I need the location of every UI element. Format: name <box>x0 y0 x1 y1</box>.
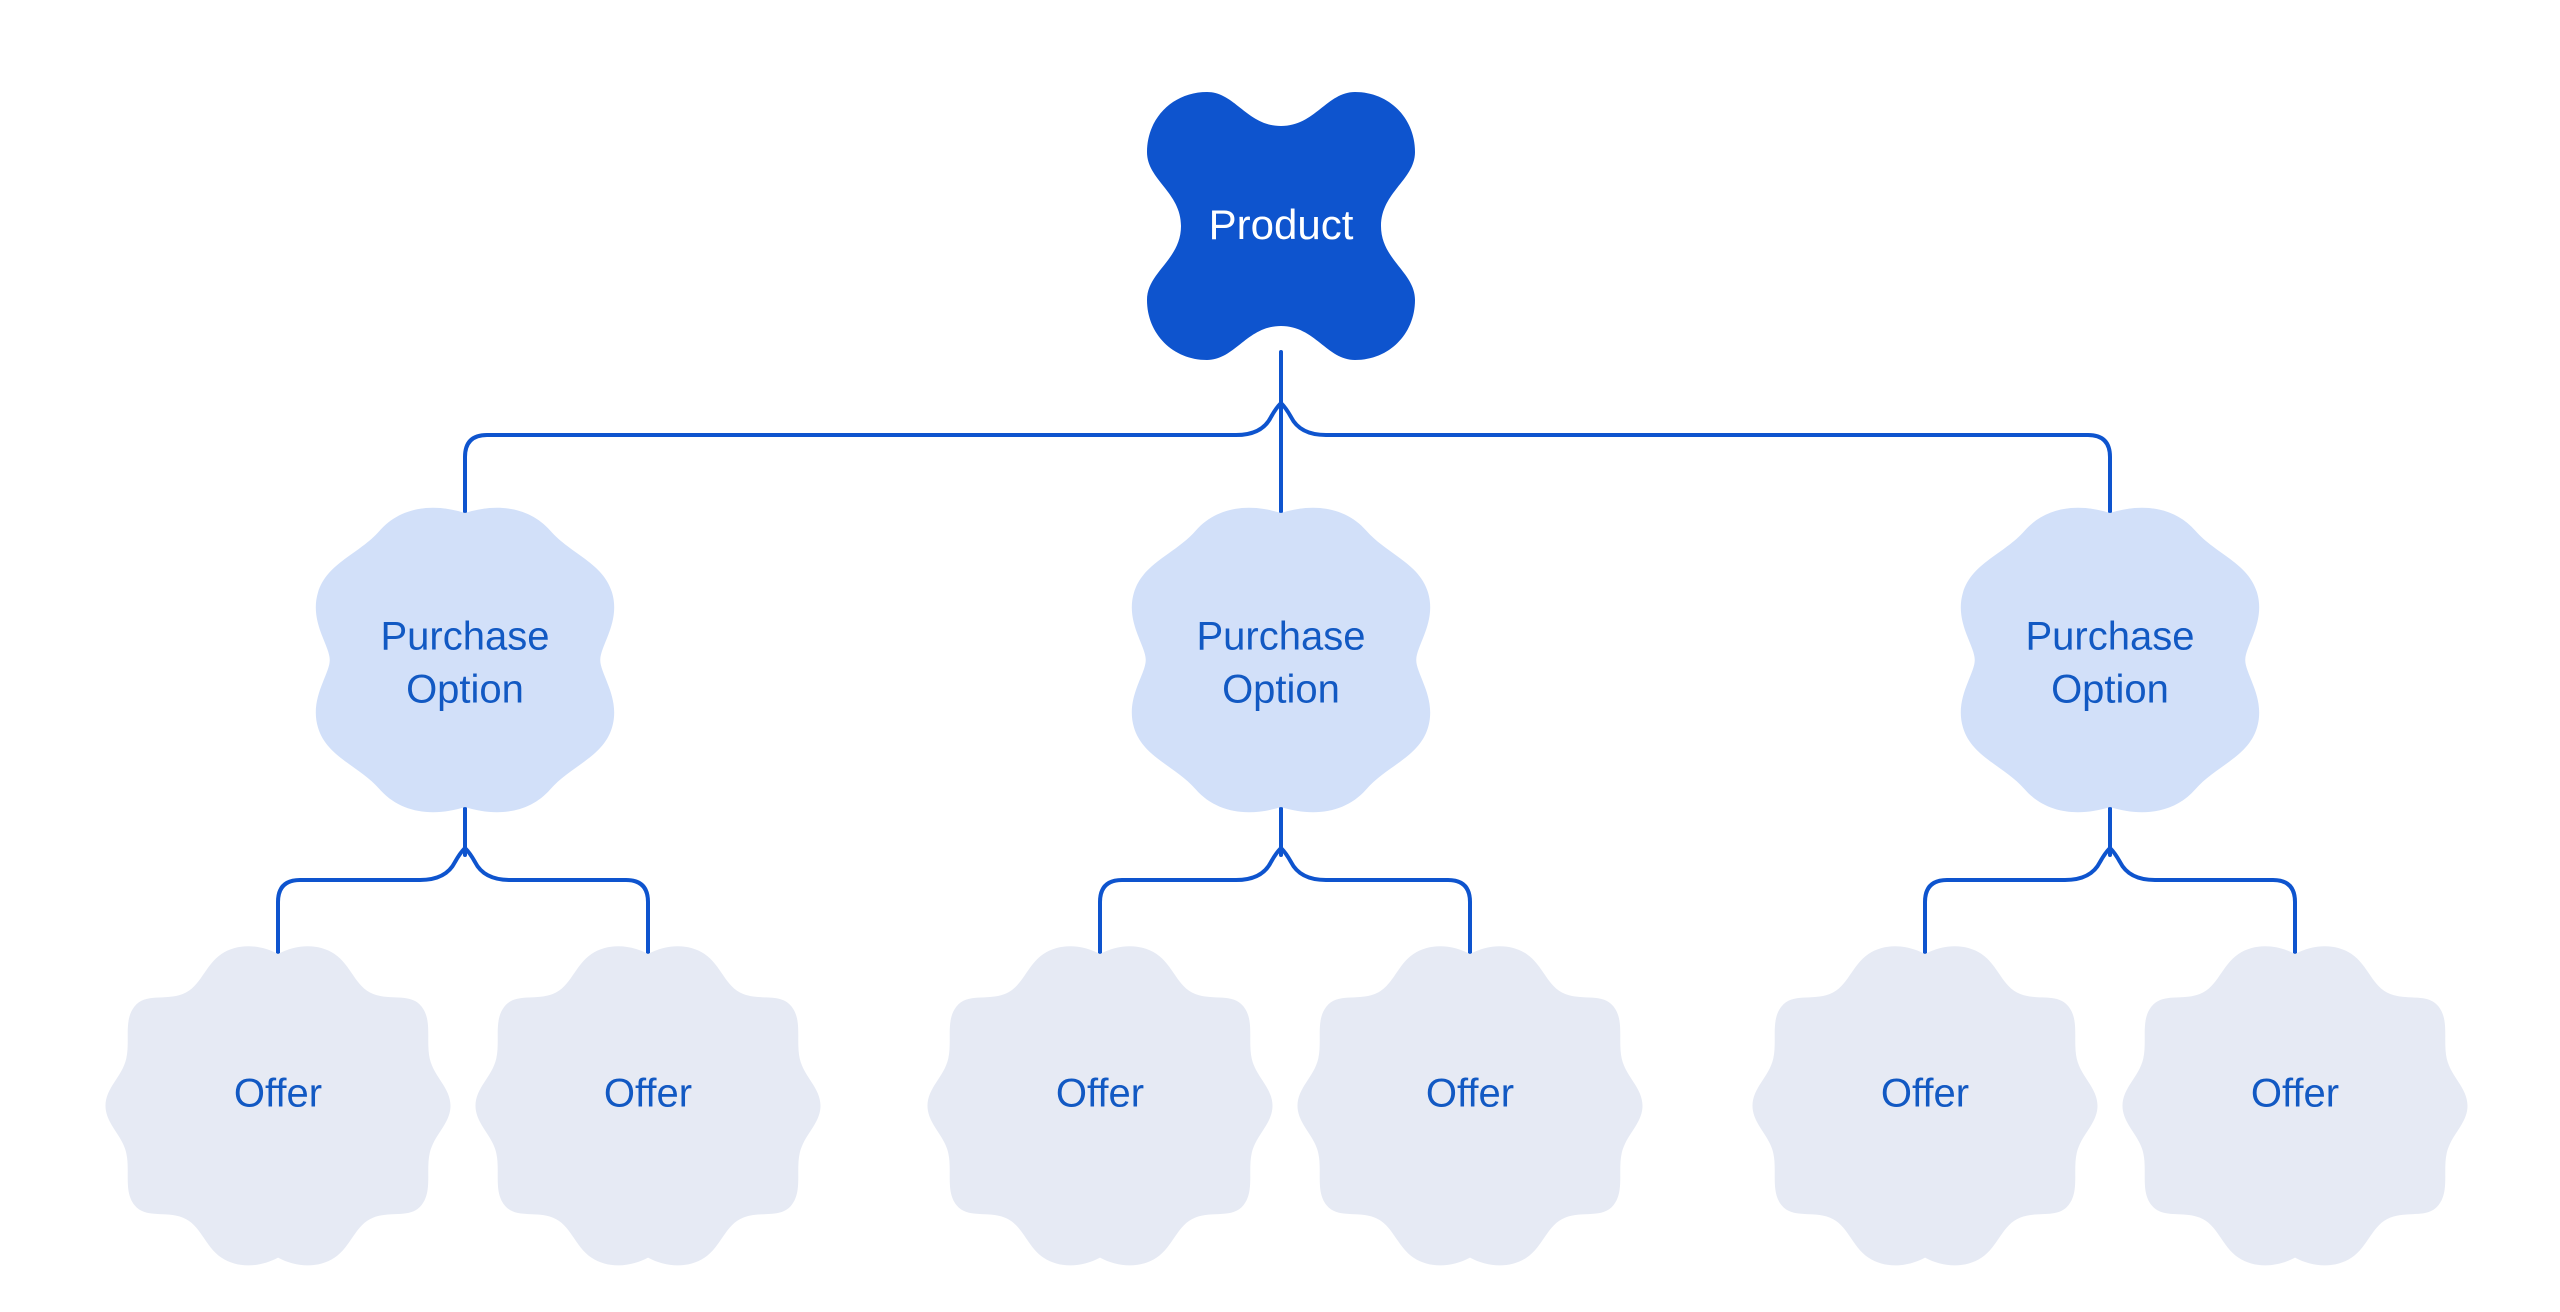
product-label: Product <box>1209 201 1354 248</box>
connector-branch2-bar-right <box>1279 846 1472 967</box>
connector-branch1-bar-left <box>276 846 467 967</box>
node-offer-6[interactable]: Offer <box>2122 946 2468 1266</box>
node-offer-3[interactable]: Offer <box>927 946 1273 1266</box>
node-purchase-option-1[interactable]: Purchase Option <box>315 507 615 813</box>
node-offer-4[interactable]: Offer <box>1297 946 1643 1266</box>
connector-branch3-bar-left <box>1923 846 2112 967</box>
connector-branch2-bar-left <box>1098 846 1283 967</box>
offer-6-blob-shape <box>2122 946 2468 1266</box>
connector-branch1-bar-right <box>463 846 650 967</box>
purchase-option-2-blob-shape <box>1131 507 1431 813</box>
offer-2-blob-shape <box>475 946 821 1266</box>
node-offer-2[interactable]: Offer <box>475 946 821 1266</box>
offer-4-blob-shape <box>1297 946 1643 1266</box>
purchase-option-3-label-line2: Option <box>2051 668 2169 712</box>
purchase-option-2-label-line1: Purchase <box>1197 615 1366 659</box>
node-product[interactable]: Product <box>1147 92 1415 360</box>
offer-3-label: Offer <box>1056 1072 1144 1116</box>
connector-layer <box>276 350 2297 967</box>
node-purchase-option-2[interactable]: Purchase Option <box>1131 507 1431 813</box>
offer-3-blob-shape <box>927 946 1273 1266</box>
node-purchase-option-3[interactable]: Purchase Option <box>1960 507 2260 813</box>
offer-1-blob-shape <box>105 946 451 1266</box>
connector-branch3-bar-right <box>2108 846 2297 967</box>
purchase-option-3-blob-shape <box>1960 507 2260 813</box>
node-offer-5[interactable]: Offer <box>1752 946 2098 1266</box>
purchase-option-1-label-line1: Purchase <box>381 615 550 659</box>
offer-5-label: Offer <box>1881 1072 1969 1116</box>
offer-1-label: Offer <box>234 1072 322 1116</box>
node-offer-1[interactable]: Offer <box>105 946 451 1266</box>
purchase-option-3-label-line1: Purchase <box>2026 615 2195 659</box>
offer-5-blob-shape <box>1752 946 2098 1266</box>
offer-6-label: Offer <box>2251 1072 2339 1116</box>
purchase-option-1-blob-shape <box>315 507 615 813</box>
connector-root-bar-left <box>463 401 1283 530</box>
purchase-option-2-label-line2: Option <box>1222 668 1340 712</box>
offer-2-label: Offer <box>604 1072 692 1116</box>
offer-4-label: Offer <box>1426 1072 1514 1116</box>
purchase-option-1-label-line2: Option <box>406 668 524 712</box>
connector-root-bar-right <box>1279 401 2112 530</box>
